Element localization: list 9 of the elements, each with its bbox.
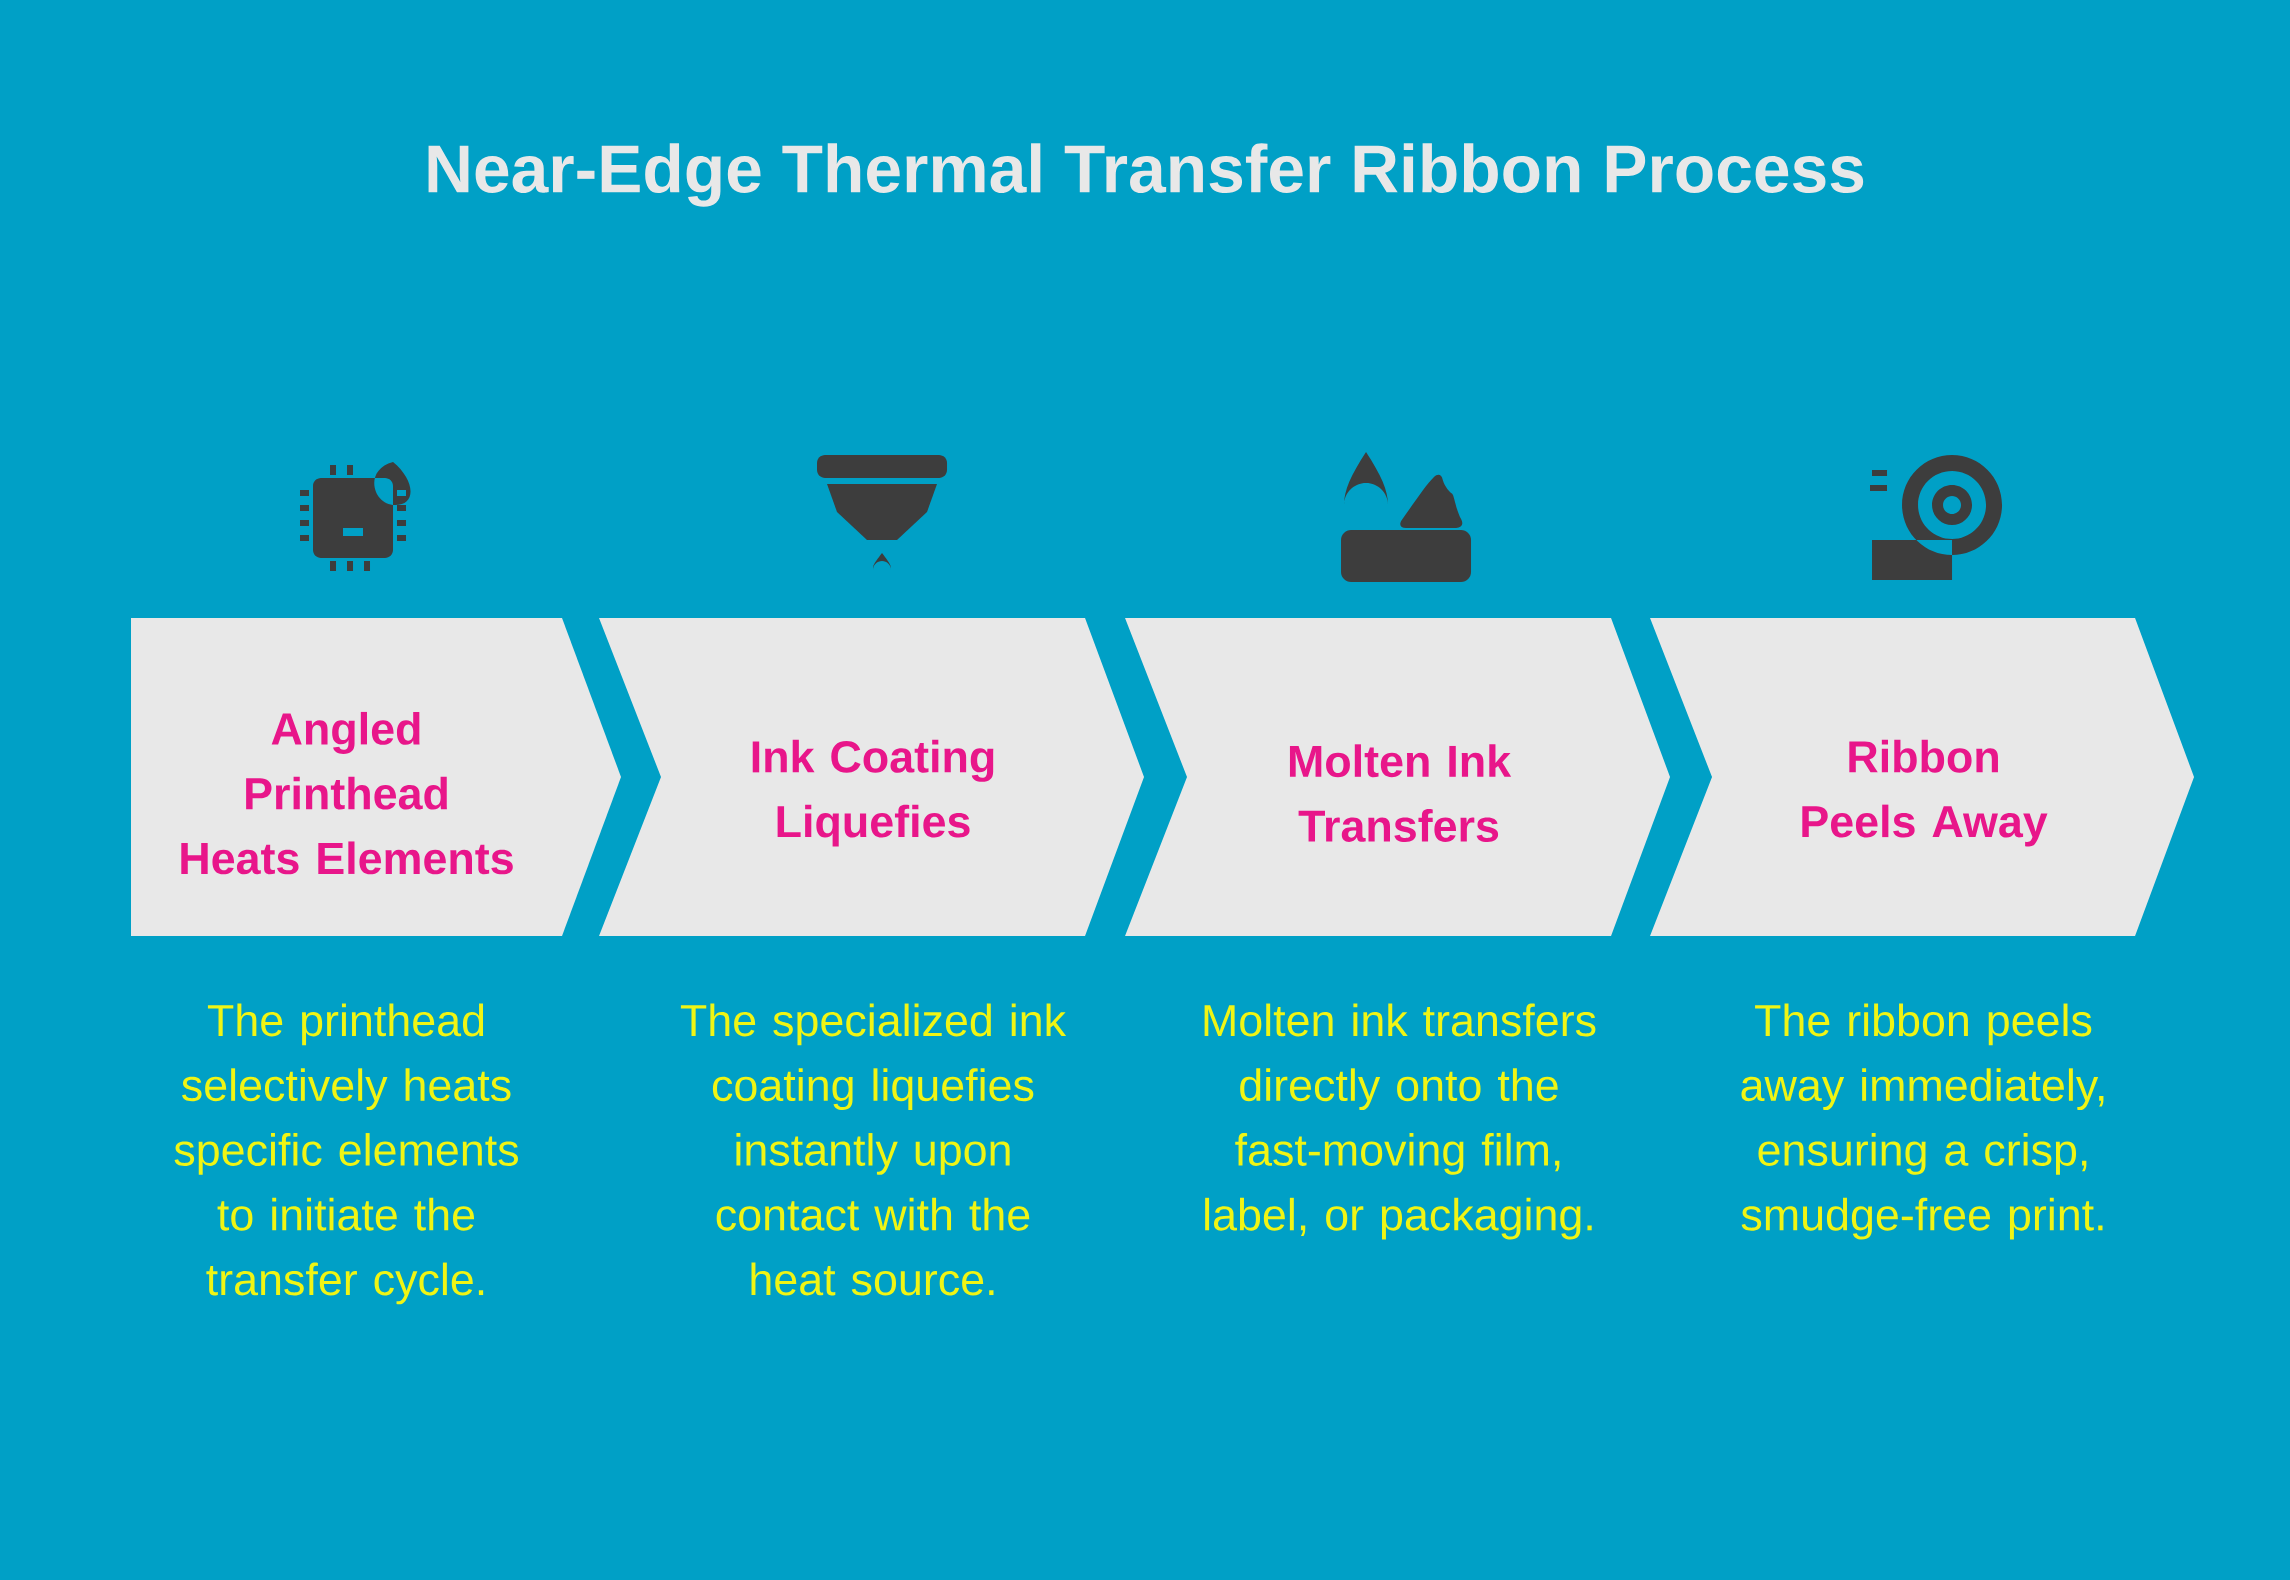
step-description: The printhead selectively heats specific elements to initiate the transfer cycle. (174, 1003, 518, 1305)
title: Near-Edge Thermal Transfer Ribbon Process (428, 143, 1864, 207)
step-description: The ribbon peels away immediately, ensuring a crisp, smudge-free print. (1741, 1003, 2104, 1240)
step-description: The specialized ink coating liquefies instantly upon contact with the heat source. (680, 1003, 1067, 1296)
chevron-box: Ribbon Peels Away (1650, 618, 2195, 936)
chevron-box: Ink Coating Liquefies (599, 618, 1144, 936)
chevron-box: Molten Ink Transfers (1125, 618, 1671, 936)
chevron-box: Angled Printhead Heats Elements (131, 618, 621, 936)
step-description: Molten ink transfers directly onto the fast-moving film, label, or packaging. (1204, 1003, 1596, 1240)
